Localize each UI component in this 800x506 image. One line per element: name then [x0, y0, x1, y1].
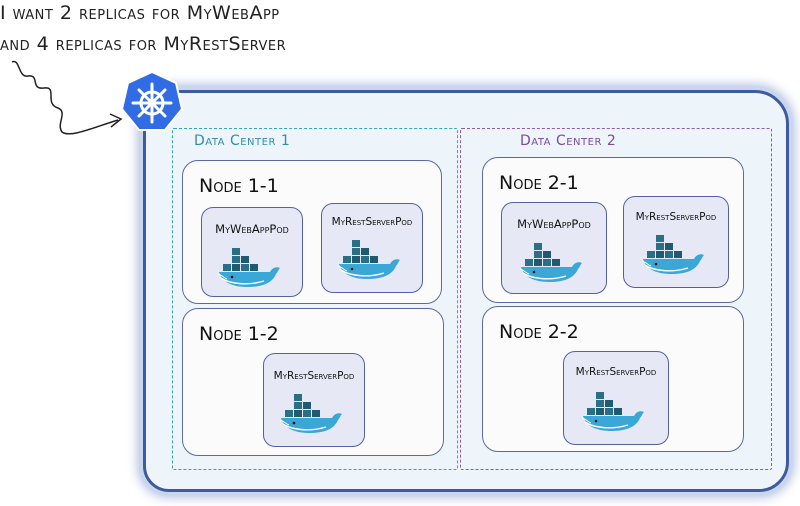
docker-whale-icon: [520, 242, 583, 283]
docker-whale-icon: [218, 247, 281, 288]
pod-label: MyWebAppPod: [517, 217, 591, 231]
docker-whale-icon: [338, 239, 401, 280]
node-1-1: Node 1-1 MyWebAppPod MyRestServerPod: [182, 160, 442, 304]
pod-label: MyRestServerPod: [575, 366, 657, 378]
node-title: Node 1-2: [199, 323, 279, 345]
kubernetes-helm-icon: [120, 70, 184, 131]
pod-myrestserver: MyRestServerPod: [321, 203, 423, 293]
node-title: Node 2-1: [499, 172, 579, 194]
pod-label: MyWebAppPod: [215, 222, 289, 236]
pod-mywebapp: MyWebAppPod: [501, 202, 607, 294]
node-title: Node 2-2: [499, 321, 579, 343]
data-center-2-label: Data Center 2: [520, 133, 617, 149]
caption-line-2: and 4 replicas for MyRestServer: [0, 33, 287, 55]
pod-mywebapp: MyWebAppPod: [201, 207, 303, 297]
pod-label: MyRestServerPod: [635, 211, 717, 223]
docker-whale-icon: [280, 393, 343, 434]
pod-myrestserver: MyRestServerPod: [263, 353, 365, 447]
data-center-2: [460, 128, 772, 470]
docker-whale-icon: [642, 234, 705, 275]
caption-line-1: I want 2 replicas for MyWebApp: [0, 2, 280, 24]
node-1-2: Node 1-2 MyRestServerPod: [182, 308, 444, 456]
pod-label: MyRestServerPod: [273, 370, 355, 382]
docker-whale-icon: [582, 391, 645, 432]
pod-myrestserver: MyRestServerPod: [623, 196, 729, 288]
node-2-1: Node 2-1 MyWebAppPod MyRestServerPod: [482, 157, 744, 303]
node-2-2: Node 2-2 MyRestServerPod: [482, 306, 744, 452]
node-title: Node 1-1: [199, 175, 279, 197]
pod-label: MyRestServerPod: [331, 216, 413, 228]
data-center-1: [172, 128, 458, 470]
data-center-1-label: Data Center 1: [194, 133, 291, 149]
pod-myrestserver: MyRestServerPod: [563, 351, 669, 445]
